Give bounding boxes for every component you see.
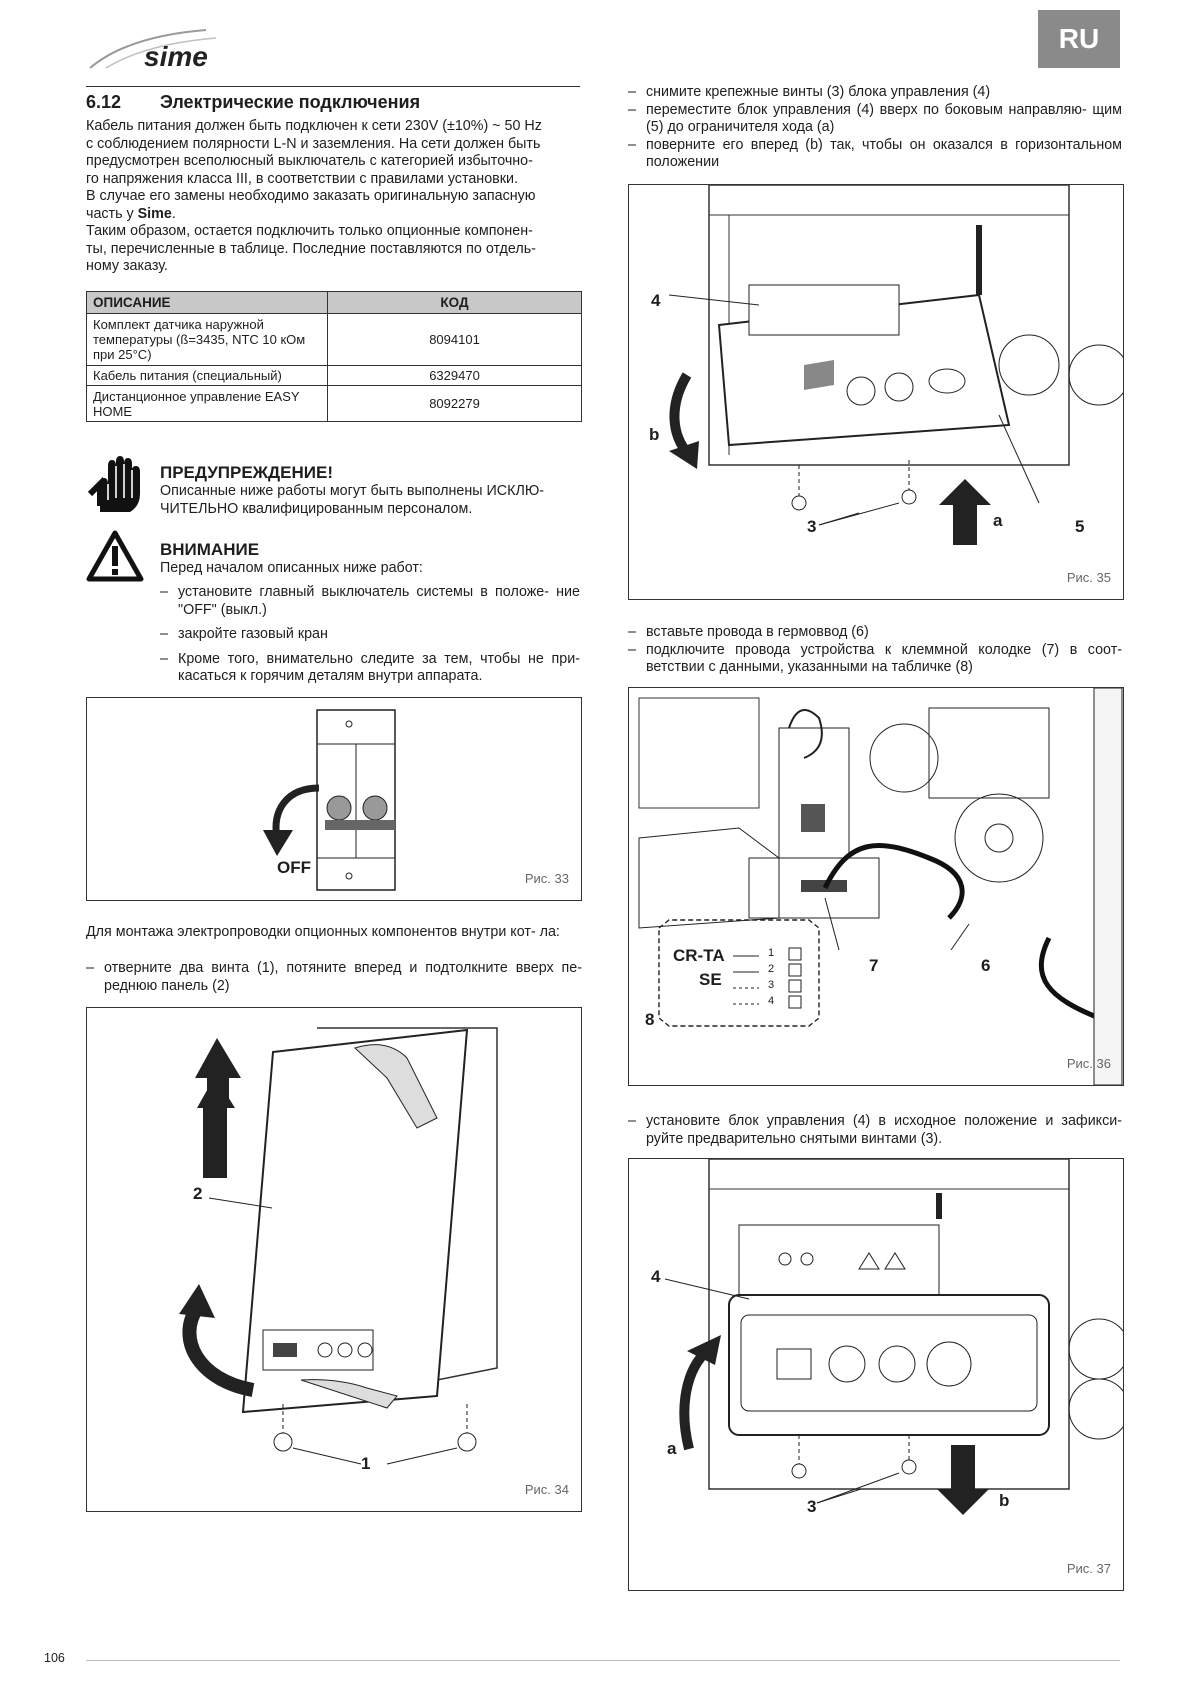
intro-line: часть у Sime.	[86, 205, 176, 222]
control-unit-tilt-illustration	[668, 185, 1123, 545]
list-item: переместите блок управления (4) вверх по…	[628, 102, 1122, 137]
callout-a: a	[993, 511, 1003, 530]
label-se: SE	[699, 970, 722, 989]
table-cell-desc: Дистанционное управление EASY HOME	[86, 385, 328, 422]
list-item: установите главный выключатель системы в…	[160, 584, 580, 619]
front-panel-illustration	[179, 1027, 498, 1465]
intro-line: В случае его замены необходимо заказать …	[86, 188, 536, 204]
control-unit-reinstall-illustration	[664, 1159, 1123, 1515]
callout-a: a	[667, 1439, 677, 1458]
figure-caption: Рис. 37	[1066, 1561, 1111, 1576]
off-label: OFF	[277, 858, 311, 877]
outro-line: ты, перечисленные в таблице. Последние п…	[86, 240, 536, 257]
outro-line: ному заказу.	[86, 258, 168, 274]
left-steps-list: отверните два винта (1), потяните вперед…	[86, 960, 582, 995]
section-number: 6.12	[86, 92, 122, 112]
attention-triangle-icon	[86, 530, 144, 582]
terminal-number: 1	[768, 947, 775, 959]
intro-line: предусмотрен всеполюсный выключатель с к…	[86, 153, 533, 169]
callout-1: 1	[361, 1454, 371, 1473]
table-header-description: ОПИСАНИЕ	[86, 291, 328, 314]
intro-line: с соблюдением полярности L-N и заземлени…	[86, 135, 541, 152]
callout-2: 2	[193, 1184, 203, 1203]
wiring-illustration	[638, 688, 1123, 1085]
right-steps-3: установите блок управления (4) в исходно…	[628, 1113, 1122, 1148]
right-steps-2: вставьте провода в гермоввод (6) подключ…	[628, 624, 1122, 677]
intro-line: го напряжения класса III, в соответствии…	[86, 170, 518, 187]
right-steps-1: снимите крепежные винты (3) блока управл…	[628, 84, 1122, 172]
left-steps-intro: Для монтажа электропроводки опционных ко…	[86, 924, 560, 940]
figure-caption: Рис. 36	[1066, 1056, 1111, 1071]
heading-rule	[86, 86, 580, 87]
footer-rule	[86, 1660, 1120, 1661]
terminal-number: 2	[768, 963, 775, 975]
outro-line: Таким образом, остается подключить тольк…	[86, 223, 533, 239]
brand-name: Sime	[137, 205, 172, 222]
figure-37: 4 a b 3 Рис. 37	[628, 1158, 1124, 1591]
callout-4: 4	[651, 291, 661, 310]
list-item: установите блок управления (4) в исходно…	[628, 1113, 1122, 1148]
table-row: Комплект датчика наружной температуры (ß…	[86, 313, 582, 366]
page-number: 106	[44, 1651, 65, 1665]
table-header-code: КОД	[327, 291, 582, 314]
list-item: снимите крепежные винты (3) блока управл…	[628, 84, 1122, 102]
table-cell-code: 8092279	[327, 385, 582, 422]
table-cell-desc: Комплект датчика наружной температуры (ß…	[86, 313, 328, 366]
figure-caption: Рис. 35	[1066, 570, 1111, 585]
hand-warning-icon	[86, 454, 146, 514]
intro-line: Кабель питания должен быть подключен к с…	[86, 118, 542, 134]
list-item: Кроме того, внимательно следите за тем, …	[160, 651, 580, 686]
section-title: Электрические подключения	[160, 92, 421, 112]
terminal-number: 4	[768, 995, 775, 1007]
attention-title: ВНИМАНИЕ	[160, 540, 260, 559]
figure-34: 2 1 Рис. 34	[86, 1007, 582, 1512]
callout-4: 4	[651, 1267, 661, 1286]
figure-36: CR-TA SE 1 2 3 4 8 7 6 Рис. 36	[628, 687, 1124, 1086]
table-cell-desc: Кабель питания (специальный)	[86, 365, 328, 386]
callout-7: 7	[869, 956, 879, 975]
callout-5: 5	[1075, 517, 1085, 536]
table-row: Дистанционное управление EASY HOME 80922…	[86, 385, 582, 422]
breaker-illustration	[263, 709, 396, 891]
list-item: поверните его вперед (b) так, чтобы он о…	[628, 137, 1122, 172]
attention-intro: Перед началом описанных ниже работ:	[160, 560, 423, 576]
callout-3: 3	[807, 1497, 817, 1516]
warning-text: Описанные ниже работы могут быть выполне…	[160, 483, 545, 517]
components-table: ОПИСАНИЕ КОД Комплект датчика наружной т…	[86, 291, 582, 422]
list-item: закройте газовый кран	[160, 626, 580, 644]
list-item: отверните два винта (1), потяните вперед…	[86, 960, 582, 995]
callout-b: b	[649, 425, 660, 444]
table-row: Кабель питания (специальный) 6329470	[86, 365, 582, 386]
intro-paragraph: Кабель питания должен быть подключен к с…	[86, 118, 582, 276]
label-cr-ta: CR-TA	[673, 946, 725, 965]
terminal-number: 3	[768, 979, 775, 991]
table-cell-code: 8094101	[327, 313, 582, 366]
attention-list: установите главный выключатель системы в…	[160, 584, 580, 693]
callout-b: b	[999, 1491, 1010, 1510]
sime-logo: sime	[86, 24, 236, 72]
figure-33: OFF Рис. 33	[86, 697, 582, 901]
list-item: вставьте провода в гермоввод (6)	[628, 624, 1122, 642]
logo-text: sime	[144, 41, 208, 72]
figure-caption: Рис. 33	[524, 871, 569, 886]
warning-title: ПРЕДУПРЕЖДЕНИЕ!	[160, 463, 333, 482]
callout-3: 3	[807, 517, 817, 536]
callout-6: 6	[981, 956, 991, 975]
callout-8: 8	[645, 1010, 655, 1029]
figure-caption: Рис. 34	[524, 1482, 569, 1497]
table-cell-code: 6329470	[327, 365, 582, 386]
figure-35: 4 b a 3 5 Рис. 35	[628, 184, 1124, 600]
language-badge: RU	[1038, 10, 1120, 68]
list-item: подключите провода устройства к клеммной…	[628, 642, 1122, 677]
